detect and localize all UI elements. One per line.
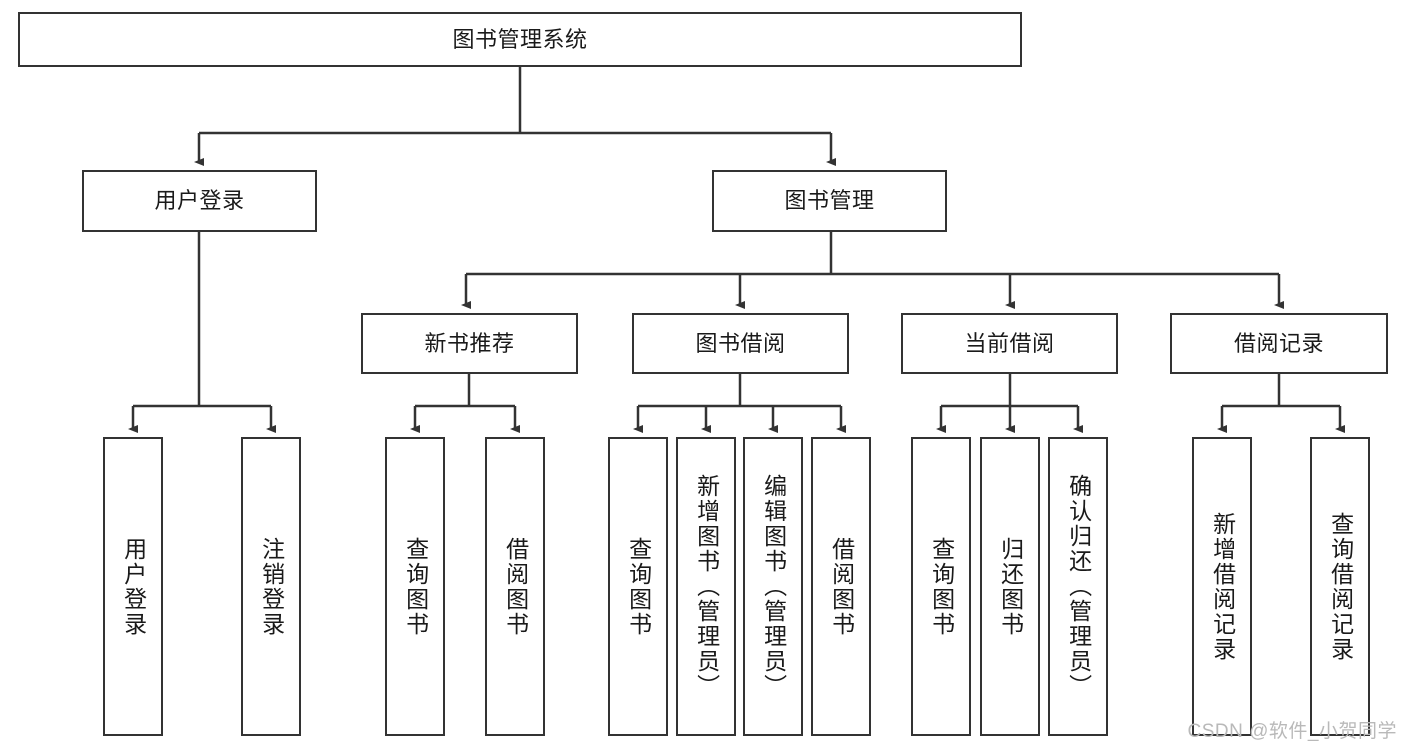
node-label: 当前借阅 [964, 330, 1055, 356]
node-label: 借阅图书 [502, 536, 529, 637]
node-label: 用户登录 [154, 188, 245, 214]
node-label: 编辑图书（管理员） [760, 474, 787, 699]
node-label: 注销登录 [258, 536, 285, 637]
node-user-login[interactable]: 用户登录 [82, 170, 317, 232]
node-label: 图书管理 [784, 188, 875, 214]
leaf-recommend-borrow-book[interactable]: 借阅图书 [485, 437, 545, 736]
node-label: 查询图书 [402, 536, 429, 637]
node-label: 查询借阅记录 [1327, 511, 1354, 662]
node-label: 新书推荐 [424, 330, 515, 356]
leaf-current-confirm-return[interactable]: 确认归还（管理员） [1048, 437, 1108, 736]
leaf-record-query-record[interactable]: 查询借阅记录 [1310, 437, 1370, 736]
node-label: 查询图书 [928, 536, 955, 637]
node-label: 借阅图书 [828, 536, 855, 637]
leaf-current-return-book[interactable]: 归还图书 [980, 437, 1040, 736]
leaf-borrow-add-book[interactable]: 新增图书（管理员） [676, 437, 736, 736]
node-label: 确认归还（管理员） [1065, 474, 1092, 699]
node-label: 借阅记录 [1233, 330, 1324, 356]
node-label: 新增图书（管理员） [693, 474, 720, 699]
node-label: 归还图书 [997, 536, 1024, 637]
node-book-management[interactable]: 图书管理 [712, 170, 947, 232]
leaf-borrow-query-book[interactable]: 查询图书 [608, 437, 668, 736]
node-label: 图书管理系统 [452, 26, 588, 52]
node-book-borrow[interactable]: 图书借阅 [632, 313, 849, 374]
node-current-borrow[interactable]: 当前借阅 [901, 313, 1118, 374]
node-label: 新增借阅记录 [1209, 511, 1236, 662]
leaf-current-query-book[interactable]: 查询图书 [911, 437, 971, 736]
node-borrow-record[interactable]: 借阅记录 [1170, 313, 1388, 374]
node-label: 图书借阅 [695, 330, 786, 356]
node-label: 查询图书 [625, 536, 652, 637]
leaf-record-add-record[interactable]: 新增借阅记录 [1192, 437, 1252, 736]
leaf-recommend-query-book[interactable]: 查询图书 [385, 437, 445, 736]
leaf-user-login-logout[interactable]: 注销登录 [241, 437, 301, 736]
leaf-user-login-login[interactable]: 用户登录 [103, 437, 163, 736]
leaf-borrow-borrow-book[interactable]: 借阅图书 [811, 437, 871, 736]
node-label: 用户登录 [120, 536, 147, 637]
node-root-system[interactable]: 图书管理系统 [18, 12, 1022, 67]
leaf-borrow-edit-book[interactable]: 编辑图书（管理员） [743, 437, 803, 736]
node-new-book-recommend[interactable]: 新书推荐 [361, 313, 578, 374]
